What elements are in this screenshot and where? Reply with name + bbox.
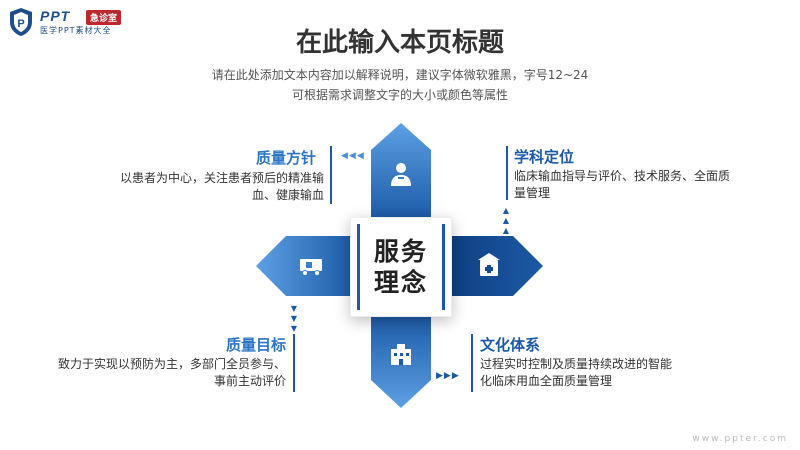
quality-policy-text: 以患者为中心，关注患者预后的精准输 血、健康输血: [60, 170, 324, 204]
doctor-icon: [391, 163, 411, 186]
divider-bar-bottom-right: [471, 334, 473, 392]
triangle-markers-bottom-left: ▼▼▼: [290, 304, 298, 333]
quality-goal-text: 致力于实现以预防为主，多部门全员参与、 事前主动评价: [20, 356, 286, 390]
shield-logo-icon: P: [10, 8, 32, 36]
quality-policy-title: 质量方针: [256, 149, 317, 167]
logo-ppt-text: PPT: [40, 8, 71, 24]
divider-bar-top-left: [330, 146, 332, 204]
center-line2: 理念: [373, 268, 428, 297]
culture-title: 文化体系: [480, 336, 541, 354]
divider-bar-top-right: [506, 146, 508, 200]
svg-text:P: P: [17, 18, 24, 30]
logo: P PPT 急诊室 医学PPT素材大全: [8, 7, 148, 37]
page-subtitle-line1: 请在此处添加文本内容加以解释说明，建议字体微软雅黑，字号12~24: [211, 68, 589, 82]
logo-subtitle: 医学PPT素材大全: [40, 26, 112, 35]
quality-goal-text-line1: 致力于实现以预防为主，多部门全员参与、: [57, 357, 286, 371]
quality-policy-text-line2: 血、健康输血: [251, 188, 324, 202]
pharmacy-icon: [478, 253, 500, 276]
triangle-markers-top-left: ◀◀◀: [341, 151, 365, 161]
triangle-markers-bottom-right: ▶▶▶: [436, 371, 460, 381]
discipline-text-line1: 临床输血指导与评价、技术服务、全面质: [514, 169, 731, 183]
page-title: 在此输入本页标题: [295, 28, 504, 58]
discipline-text: 临床输血指导与评价、技术服务、全面质 量管理: [514, 168, 774, 202]
center-inner: 服务 理念: [357, 224, 445, 310]
hospital-icon: [391, 344, 411, 365]
divider-bar-bottom-left: [293, 334, 295, 392]
quality-goal-title: 质量目标: [225, 336, 286, 354]
ambulance-icon: [300, 259, 322, 276]
culture-text-line1: 过程实时控制及质量持续改进的智能: [480, 357, 673, 371]
culture-text: 过程实时控制及质量持续改进的智能 化临床用血全面质量管理: [480, 356, 720, 390]
discipline-title: 学科定位: [514, 148, 575, 166]
quality-goal-text-line2: 事前主动评价: [213, 374, 286, 388]
discipline-text-line2: 量管理: [514, 186, 551, 200]
center-box: 服务 理念: [350, 217, 452, 317]
culture-text-line2: 化临床用血全面质量管理: [480, 374, 613, 388]
quality-policy-text-line1: 以患者为中心，关注患者预后的精准输: [119, 171, 324, 185]
logo-badge: 急诊室: [86, 10, 122, 25]
triangle-markers-top-right: ▲▲▲: [502, 206, 510, 235]
page-subtitle-line2: 可根据需求调整文字的大小或颜色等属性: [291, 88, 508, 102]
center-line1: 服务: [373, 237, 428, 266]
watermark: www.ppter.com: [692, 434, 788, 444]
